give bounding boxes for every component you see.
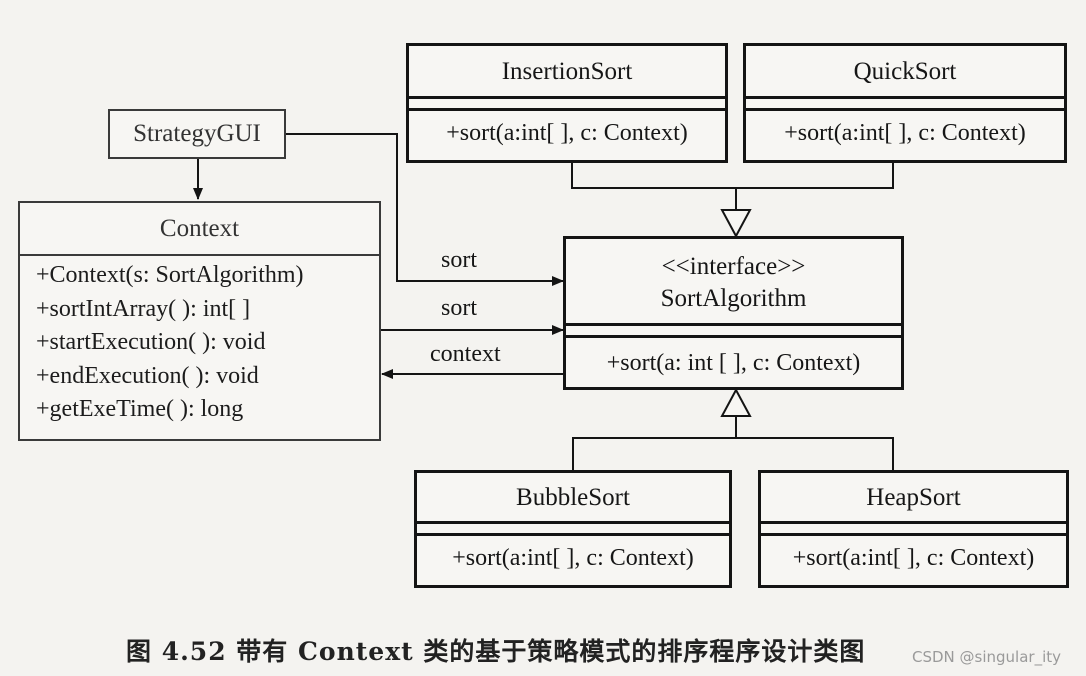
class-insertion-sort: InsertionSort +sort(a:int[ ], c: Context… <box>406 43 728 163</box>
compartment-divider <box>20 254 379 256</box>
association-gui-to-algorithm <box>285 133 564 286</box>
class-name: InsertionSort <box>501 58 633 85</box>
association-label-sort: sort <box>441 247 477 273</box>
compartment-divider <box>746 96 1064 99</box>
class-name: HeapSort <box>866 484 961 511</box>
class-operation: +Context(s: SortAlgorithm) <box>36 262 304 288</box>
class-name: StrategyGUI <box>133 120 261 147</box>
class-strategy-gui: StrategyGUI <box>108 109 286 159</box>
class-operation: +startExecution( ): void <box>36 329 266 355</box>
class-quick-sort: QuickSort +sort(a:int[ ], c: Context) <box>743 43 1067 163</box>
compartment-divider <box>761 521 1066 524</box>
compartment-divider <box>761 533 1066 536</box>
realization-top <box>571 162 894 239</box>
class-operation: +sort(a:int[ ], c: Context) <box>452 545 694 571</box>
class-name: Context <box>159 215 240 242</box>
realization-line-insertion-sort <box>571 162 736 189</box>
class-name: BubbleSort <box>516 484 630 511</box>
realization-line-bubble-sort <box>572 437 894 470</box>
compartment-divider <box>409 96 725 99</box>
watermark: CSDN @singular_ity <box>912 648 1062 666</box>
realization-triangle-top <box>720 209 752 239</box>
interface-sort-algorithm: <<interface>> SortAlgorithm +sort(a: int… <box>563 236 904 390</box>
class-name: SortAlgorithm <box>660 285 807 312</box>
class-context: Context +Context(s: SortAlgorithm) +sort… <box>18 201 381 441</box>
realization-line-quick-sort <box>736 162 894 189</box>
class-heap-sort: HeapSort +sort(a:int[ ], c: Context) <box>758 470 1069 588</box>
class-operation: +endExecution( ): void <box>36 362 259 389</box>
association-label-context: context <box>430 341 501 367</box>
class-bubble-sort: BubbleSort +sort(a:int[ ], c: Context) <box>414 470 732 588</box>
compartment-divider <box>746 108 1064 111</box>
class-operation: +sort(a: int [ ], c: Context) <box>606 350 861 376</box>
realization-bottom <box>572 387 894 470</box>
class-operation: +sort(a:int[ ], c: Context) <box>784 120 1026 146</box>
realization-triangle-bottom <box>720 387 752 417</box>
figure-caption: 图 4.52 带有 Context 类的基于策略模式的排序程序设计类图 <box>126 637 866 666</box>
class-operation: +sortIntArray( ): int[ ] <box>36 295 251 322</box>
association-label-sort: sort <box>441 295 477 321</box>
compartment-divider <box>417 533 729 536</box>
compartment-divider <box>566 335 901 338</box>
compartment-divider <box>566 323 901 326</box>
class-operation: +getExeTime( ): long <box>36 396 244 422</box>
class-operation: +sort(a:int[ ], c: Context) <box>792 545 1035 571</box>
compartment-divider <box>417 521 729 524</box>
context-operations: +Context(s: SortAlgorithm) +sortIntArray… <box>36 259 375 427</box>
compartment-divider <box>409 108 725 111</box>
class-operation: +sort(a:int[ ], c: Context) <box>446 120 688 146</box>
interface-stereotype: <<interface>> <box>661 253 806 280</box>
class-name: QuickSort <box>853 58 957 85</box>
